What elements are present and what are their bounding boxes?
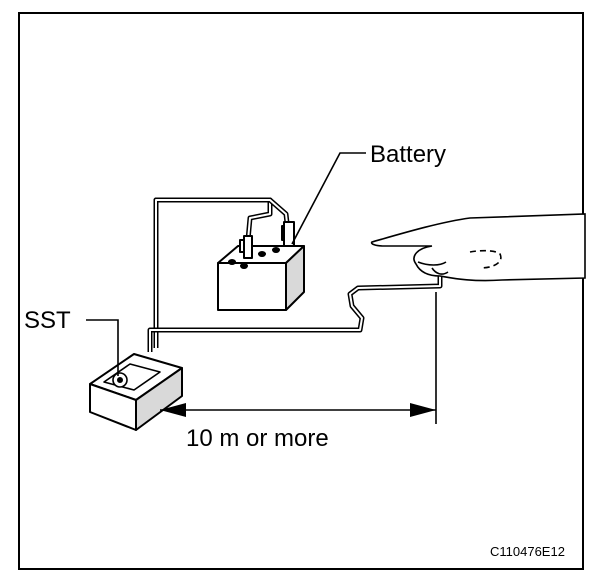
distance-dimension <box>160 292 437 424</box>
sst-tester-icon <box>89 353 183 431</box>
figure-code: C110476E12 <box>490 544 565 559</box>
battery-lead-cable <box>153 197 291 348</box>
sst-label: SST <box>24 307 71 334</box>
hand-icon <box>370 213 586 282</box>
sst-leader-line <box>86 319 119 376</box>
distance-label: 10 m or more <box>186 425 329 452</box>
battery-leader-line <box>291 152 366 245</box>
battery-label: Battery <box>370 141 446 168</box>
sst-probe-cable <box>147 272 443 352</box>
battery-icon <box>217 221 305 311</box>
